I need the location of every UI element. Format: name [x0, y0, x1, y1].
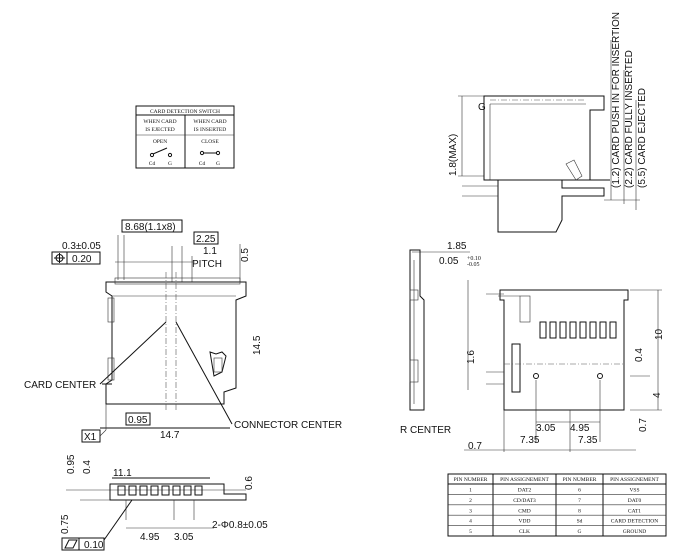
- right-view: 1.85 0.05 +0.10 -0.05 1.6: [400, 241, 665, 452]
- pitch-label: PITCH: [192, 259, 222, 270]
- dim-0-6-bottom: 0.6: [244, 476, 255, 490]
- dim-7-35-left: 7.35: [520, 435, 540, 446]
- card-ejected-label: (5.5) CARD EJECTED: [637, 88, 648, 188]
- table-cell: DAT0: [628, 498, 642, 504]
- switch-cd-label-1: Cd: [149, 161, 156, 167]
- table-cell: DAT2: [518, 488, 532, 494]
- dim-1-85: 1.85: [447, 241, 467, 252]
- dim-0-4-right: 0.4: [634, 348, 645, 362]
- dim-0-5: 0.5: [240, 248, 251, 262]
- table-cell: GROUND: [623, 529, 647, 535]
- switch-g-label-1: G: [168, 161, 172, 167]
- bottom-side-view: 11.1 0.95 0.4 0.6 0.75 4.95 3.05 2-Φ0.8±…: [60, 454, 268, 551]
- dim-0-95-bottom: 0.95: [66, 454, 77, 474]
- tol-minus: -0.05: [467, 262, 480, 268]
- table-cell: Sd: [577, 519, 583, 525]
- table-cell: 4: [469, 519, 472, 525]
- dim-14-7: 14.7: [160, 430, 180, 441]
- dim-1-6: 1.6: [466, 350, 477, 364]
- dim-10: 10: [654, 328, 665, 340]
- pin-header-1: PIN NUMBER: [454, 477, 488, 483]
- table-cell: 3: [469, 508, 472, 514]
- flatness-0-10: 0.10: [84, 540, 104, 551]
- switch-table-title: CARD DETECTION SWITCH: [150, 109, 220, 115]
- dim-4-right: 4: [652, 392, 663, 398]
- dim-4-95-bottom: 4.95: [140, 532, 160, 543]
- datum-x1: X1: [84, 432, 97, 443]
- dim-1-8-max: 1.8(MAX): [448, 134, 459, 176]
- pin-header-2: PIN ASSIGNEMENT: [500, 477, 549, 483]
- table-cell: 1: [469, 488, 472, 494]
- dim-11-1: 11.1: [113, 468, 132, 479]
- table-cell: VDD: [519, 519, 531, 525]
- table-cell: 6: [578, 488, 581, 494]
- card-push-label: (1.2) CARD PUSH IN FOR INSERTION: [611, 12, 622, 188]
- connector-center-label: CONNECTOR CENTER: [234, 420, 342, 431]
- dim-4-95-right: 4.95: [570, 423, 590, 434]
- top-view: 0.3±0.05 0.20 8.68(1.1x8) 2.25 1.1 PITCH…: [24, 219, 342, 443]
- r-center-label: R CENTER: [400, 425, 451, 436]
- dim-1-1: 1.1: [203, 246, 217, 257]
- side-view-top: 1.8(MAX) G (1.2) CARD PUSH IN FOR INSERT…: [448, 12, 648, 233]
- dim-0-95: 0.95: [128, 415, 148, 426]
- switch-col1-line1: WHEN CARD: [143, 119, 176, 125]
- card-detection-switch-table: CARD DETECTION SWITCH WHEN CARD IS EJECT…: [135, 105, 235, 169]
- table-cell: CARD DETECTION: [611, 519, 659, 525]
- table-cell: CD/DAT3: [513, 498, 536, 504]
- dim-8-68: 8.68(1.1x8): [125, 222, 176, 233]
- table-cell: CMD: [518, 508, 531, 514]
- dim-14-5: 14.5: [252, 335, 263, 355]
- table-cell: 8: [578, 508, 581, 514]
- card-center-label: CARD CENTER: [24, 380, 96, 391]
- switch-col1-line2: IS EJECTED: [145, 127, 175, 133]
- dim-2-25: 2.25: [196, 234, 216, 245]
- tol-plus: +0.10: [467, 256, 481, 262]
- dim-0-75-bottom: 0.75: [60, 514, 71, 534]
- dim-3-05-right: 3.05: [536, 423, 556, 434]
- table-cell: VSS: [629, 488, 639, 494]
- table-cell: 2: [469, 498, 472, 504]
- switch-open-label: OPEN: [153, 139, 167, 145]
- dim-0-4-bottom: 0.4: [82, 460, 93, 474]
- table-cell: 7: [578, 498, 581, 504]
- table-cell: CLK: [519, 529, 530, 535]
- holes-label: 2-Φ0.8±0.05: [212, 520, 268, 531]
- table-cell: 5: [469, 529, 472, 535]
- switch-col2-line2: IS INSERTED: [194, 127, 227, 133]
- dim-0-7-right: 0.7: [638, 418, 649, 432]
- dim-3-05-bottom: 3.05: [174, 532, 194, 543]
- switch-cd-label-2: Cd: [199, 161, 206, 167]
- pad-row: [539, 321, 617, 339]
- side-g-label: G: [478, 102, 486, 113]
- table-cell: CAT1: [628, 508, 641, 514]
- table-cell: G: [578, 529, 582, 535]
- switch-g-label-2: G: [216, 161, 220, 167]
- switch-col2-line1: WHEN CARD: [193, 119, 226, 125]
- pin-assignment-table: PIN NUMBER PIN ASSIGNEMENT PIN NUMBER PI…: [447, 473, 667, 537]
- dim-7-35-right: 7.35: [578, 435, 598, 446]
- dim-0-05: 0.05: [439, 256, 459, 267]
- tol-0-20: 0.20: [72, 254, 92, 265]
- switch-close-label: CLOSE: [201, 139, 219, 145]
- card-fully-inserted-label: (2.2) CARD FULLY INSERTED: [624, 50, 635, 188]
- dim-0-7-bottom: 0.7: [468, 441, 482, 452]
- pin-header-3: PIN NUMBER: [563, 477, 597, 483]
- pin-header-4: PIN ASSIGNEMENT: [610, 477, 659, 483]
- contact-row: [117, 485, 203, 496]
- dim-0-3: 0.3±0.05: [62, 241, 101, 252]
